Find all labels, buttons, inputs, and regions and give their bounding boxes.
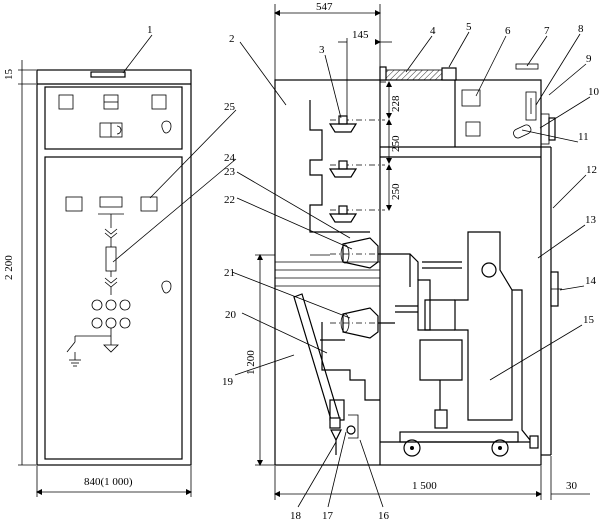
callout-labels: 1 2 3 4 5 6 7 8 9 10 11 12 13 14 15 16 1…: [147, 21, 600, 522]
dim-total-height: 2 200: [3, 255, 15, 280]
busbar-insulator-mid: [328, 160, 358, 178]
upper-door: [44, 86, 183, 150]
callout-21: 21: [224, 267, 235, 279]
callout-7: 7: [544, 25, 550, 37]
dim-depth: 1 500: [412, 480, 437, 492]
breaker-symbol: [105, 246, 117, 272]
relay-small: [465, 121, 481, 137]
dim-top-gap: 15: [3, 69, 15, 81]
rail-stop: [529, 435, 539, 449]
breaker-truck: [454, 231, 513, 421]
callout-9: 9: [586, 53, 592, 65]
callout-13: 13: [585, 214, 597, 226]
vacuum-interrupter: [419, 339, 463, 381]
callout-20: 20: [225, 309, 237, 321]
mimic-diagram: [66, 213, 131, 367]
dim-busbar-1: 228: [390, 95, 402, 112]
upper-contact-bushing: [342, 237, 379, 269]
upper-hinge: [548, 117, 556, 141]
lower-handle: [161, 280, 172, 294]
callout-14: 14: [585, 275, 597, 287]
front-view: [36, 69, 192, 466]
callout-16: 16: [378, 510, 390, 522]
indicator-window-left: [65, 196, 83, 212]
top-plate-7: [515, 63, 539, 70]
callout-15: 15: [583, 314, 595, 326]
leader-lines: [112, 31, 591, 508]
dim-top-width: 547: [316, 1, 333, 13]
callout-1: 1: [147, 24, 153, 36]
callout-4: 4: [430, 25, 436, 37]
dim-busbar-2: 250: [390, 135, 402, 152]
side-view: 547 145 228 250 250: [245, 1, 590, 500]
relay-box: [461, 89, 481, 107]
lower-door: [44, 156, 183, 460]
upper-handle: [161, 120, 172, 134]
callout-18: 18: [290, 510, 302, 522]
callout-11: 11: [578, 131, 589, 143]
callout-6: 6: [505, 25, 511, 37]
dim-busbar-3: 250: [390, 183, 402, 200]
cable-terminal: [330, 429, 342, 442]
callout-24: 24: [224, 152, 236, 164]
callout-5: 5: [466, 21, 472, 33]
dim-rear-gap: 30: [566, 480, 578, 492]
callout-3: 3: [319, 44, 325, 56]
door-knob: [513, 124, 532, 139]
dim-front-width: 840(1 000): [84, 476, 133, 488]
callout-23: 23: [224, 166, 236, 178]
pivot-pin: [346, 425, 356, 435]
meter-window-3: [151, 94, 167, 110]
pressure-relief-roof: [379, 69, 443, 81]
instrument-unit: [525, 91, 537, 121]
callout-22: 22: [224, 194, 235, 206]
busbar-insulator-top: [328, 115, 358, 133]
callout-25: 25: [224, 101, 236, 113]
callout-8: 8: [578, 23, 584, 35]
callout-10: 10: [588, 86, 600, 98]
meter-window-1: [58, 94, 74, 110]
indicator-window-right: [140, 196, 158, 212]
busbar-insulator-low: [328, 205, 358, 223]
busbar-frame: [309, 100, 370, 233]
truck-bushing-circle: [481, 262, 497, 278]
callout-2: 2: [229, 33, 235, 45]
indicator-window-center: [99, 196, 123, 208]
front-cabinet-outline: [36, 69, 192, 466]
earth-switch-arm: [293, 293, 341, 424]
front-dimensions: 15 2 200 840(1 000): [3, 60, 192, 497]
cable-bracket: [321, 322, 380, 401]
callout-12: 12: [586, 164, 597, 176]
dim-top-offset: 145: [352, 29, 369, 41]
top-label-plate: [90, 71, 126, 78]
lower-contact-bushing: [342, 307, 379, 339]
relief-vent: [441, 67, 457, 81]
callout-19: 19: [222, 376, 234, 388]
earth-switch-base: [329, 417, 341, 429]
callout-17: 17: [322, 510, 334, 522]
